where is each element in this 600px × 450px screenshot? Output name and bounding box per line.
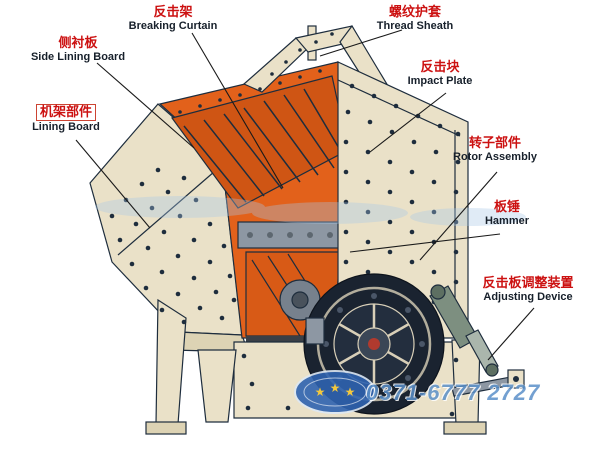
leader-hammer	[349, 233, 501, 253]
leader-lining-board	[75, 139, 151, 229]
leader-lines	[75, 29, 535, 361]
leader-breaking-curtain	[191, 32, 284, 189]
leader-thread-sheath	[319, 29, 403, 57]
crushing-chamber	[158, 61, 353, 344]
hammer-bar	[237, 221, 351, 249]
leader-rotor-assembly	[419, 171, 498, 261]
leader-impact-plate	[369, 92, 447, 153]
watermark-band	[95, 196, 526, 226]
adjusting-device-part	[451, 369, 525, 397]
hammer-block	[305, 317, 325, 345]
leader-side-lining-board	[96, 62, 195, 149]
svg-text:★: ★	[315, 385, 326, 399]
svg-text:★: ★	[330, 381, 341, 395]
leader-adjusting-device	[487, 307, 535, 361]
logo-watermark: ★ ★ ★	[294, 370, 376, 414]
phone-watermark: 0371-6777 2727	[366, 380, 541, 405]
hydraulic-cylinder	[429, 284, 499, 377]
svg-text:★: ★	[345, 385, 356, 399]
